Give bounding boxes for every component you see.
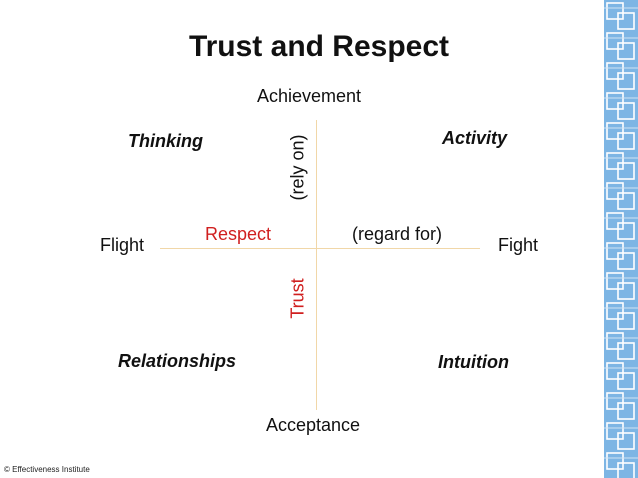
lattice-pattern-graphic [604,0,638,478]
quadrant-top-left: Thinking [128,131,203,151]
side-pattern [604,0,638,478]
horizontal-axis [160,248,480,249]
left-label: Flight [100,235,145,255]
quadrant-top-right: Activity [442,128,508,148]
respect-label: Respect [205,224,272,244]
bottom-label: Acceptance [266,415,361,435]
quadrant-bottom-left: Relationships [118,351,237,371]
vertical-axis [316,120,317,410]
right-label: Fight [498,235,539,255]
top-label: Achievement [257,86,362,106]
slide-title: Trust and Respect [188,30,450,63]
quadrant-bottom-right: Intuition [438,352,509,372]
copyright-notice: © Effectiveness Institute [4,465,90,474]
trust-label: Trust [287,278,308,319]
rely-on-label: (rely on) [287,134,308,201]
regard-for-label: (regard for) [352,224,443,244]
